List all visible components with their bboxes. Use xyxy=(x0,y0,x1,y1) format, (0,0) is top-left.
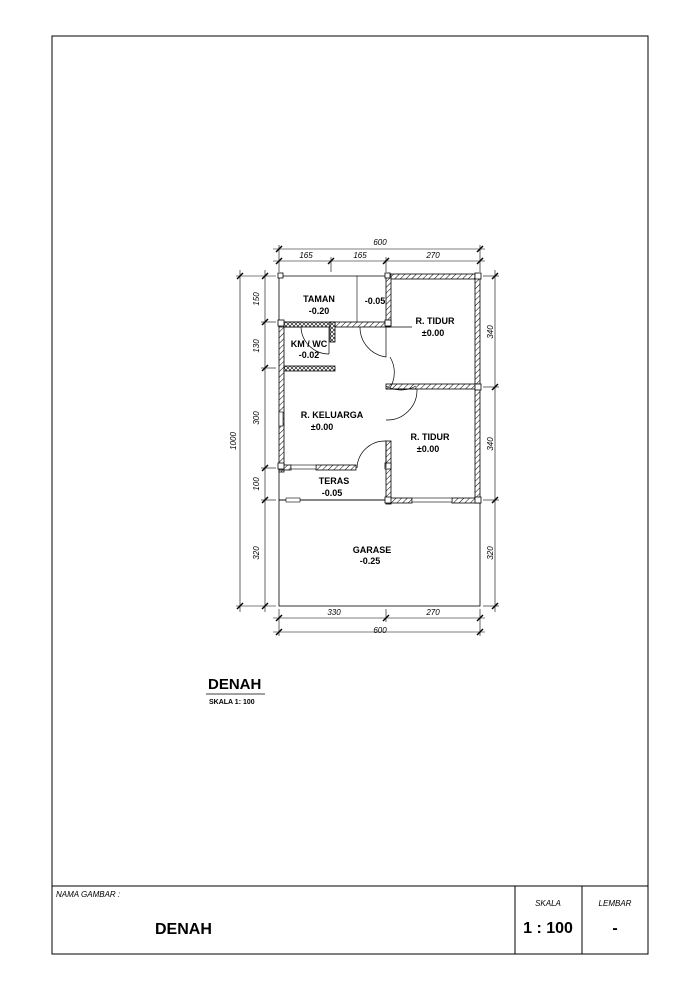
title-block-scale-label: SKALA xyxy=(535,899,561,908)
corridor-level: -0.05 xyxy=(365,296,386,306)
dim-top-total: 600 xyxy=(373,238,387,247)
dim-bottom-2: 270 xyxy=(425,608,440,617)
keluarga-name: R. KELUARGA xyxy=(301,410,364,420)
dim-right-1: 340 xyxy=(486,325,495,339)
dimension-lines xyxy=(236,245,499,636)
title-block-name-value: DENAH xyxy=(155,921,212,938)
dim-top-2: 165 xyxy=(353,251,367,260)
garase-level: -0.25 xyxy=(360,556,381,566)
kmwc-level: -0.02 xyxy=(299,350,320,360)
floor-plan: TAMAN -0.20 -0.05 KM / WC -0.02 R. TIDUR… xyxy=(277,272,482,607)
dim-left-total: 1000 xyxy=(229,432,238,450)
dim-bottom-1: 330 xyxy=(327,608,341,617)
teras-name: TERAS xyxy=(319,476,350,486)
doors xyxy=(300,326,418,469)
tidur1-name: R. TIDUR xyxy=(416,316,455,326)
dim-left-5: 320 xyxy=(252,546,261,560)
title-block-name-label: NAMA GAMBAR : xyxy=(56,890,120,899)
kmwc-name: KM / WC xyxy=(291,339,328,349)
teras-level: -0.05 xyxy=(322,488,343,498)
dim-top-3: 270 xyxy=(425,251,440,260)
drawing-scale-note: SKALA 1: 100 xyxy=(209,699,255,706)
dim-bottom-total: 600 xyxy=(373,626,387,635)
dim-top-1: 165 xyxy=(299,251,313,260)
drawing-title: DENAH xyxy=(208,676,261,693)
windows xyxy=(278,411,453,503)
garase-name: GARASE xyxy=(353,545,392,555)
dim-left-3: 300 xyxy=(252,411,261,425)
columns xyxy=(277,272,482,504)
tidur2-level: ±0.00 xyxy=(417,444,439,454)
sheet-border xyxy=(51,35,649,955)
taman-level: -0.20 xyxy=(309,306,330,316)
dim-right-3: 320 xyxy=(486,546,495,560)
taman-name: TAMAN xyxy=(303,294,335,304)
dim-left-2: 130 xyxy=(252,339,261,353)
tidur1-level: ±0.00 xyxy=(422,328,444,338)
title-block-scale-value: 1 : 100 xyxy=(523,920,573,937)
dimension-ticks xyxy=(236,245,499,636)
step xyxy=(285,497,301,503)
keluarga-level: ±0.00 xyxy=(311,422,333,432)
tidur2-name: R. TIDUR xyxy=(411,432,450,442)
title-block-sheet-label: LEMBAR xyxy=(599,899,632,908)
title-block: NAMA GAMBAR : DENAH SKALA 1 : 100 LEMBAR… xyxy=(52,885,648,954)
dim-left-4: 100 xyxy=(252,477,261,491)
dim-right-2: 340 xyxy=(486,437,495,451)
dim-left-1: 150 xyxy=(252,292,261,306)
title-block-sheet-value: - xyxy=(612,920,617,937)
